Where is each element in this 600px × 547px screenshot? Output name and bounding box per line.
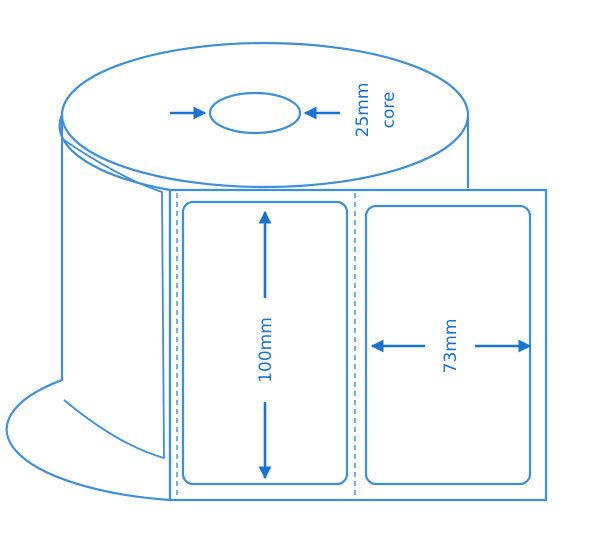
core-hole bbox=[208, 91, 302, 135]
width-label: 73mm bbox=[441, 319, 461, 374]
roll-body bbox=[5, 113, 172, 502]
core-size-label: 25mm bbox=[353, 83, 373, 138]
core-word-label: core bbox=[379, 92, 399, 129]
roll-body-label-edge bbox=[63, 139, 165, 459]
label-1 bbox=[181, 200, 349, 486]
height-label: 100mm bbox=[256, 317, 276, 383]
